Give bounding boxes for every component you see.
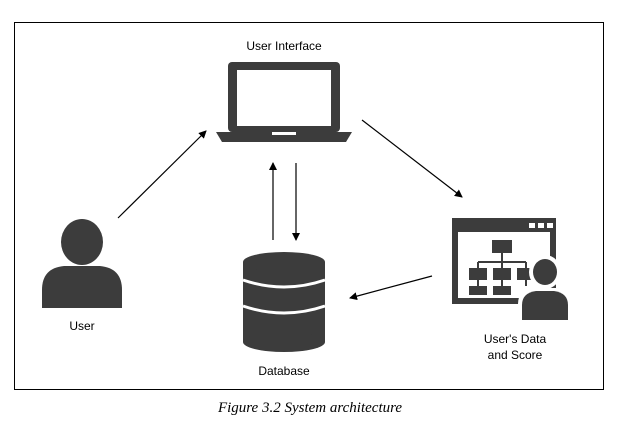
arrow-ui-to-data xyxy=(361,119,463,198)
label-user-interface: User Interface xyxy=(246,39,322,53)
label-users-data-line2: and Score xyxy=(487,348,543,362)
label-database: Database xyxy=(258,364,310,378)
label-user: User xyxy=(69,319,95,333)
label-users-data-line1: User's Data xyxy=(483,332,547,346)
diagram-frame xyxy=(14,22,604,390)
database-icon xyxy=(242,252,326,352)
arrow-user-to-ui xyxy=(117,130,207,219)
arrow-data-to-db xyxy=(349,275,433,301)
figure-caption: Figure 3.2 System architecture xyxy=(217,400,403,416)
label-users-data: User's Data and Score xyxy=(460,331,570,363)
user-icon xyxy=(42,219,122,308)
laptop-icon xyxy=(216,62,352,142)
dashboard-user-icon xyxy=(452,218,572,322)
